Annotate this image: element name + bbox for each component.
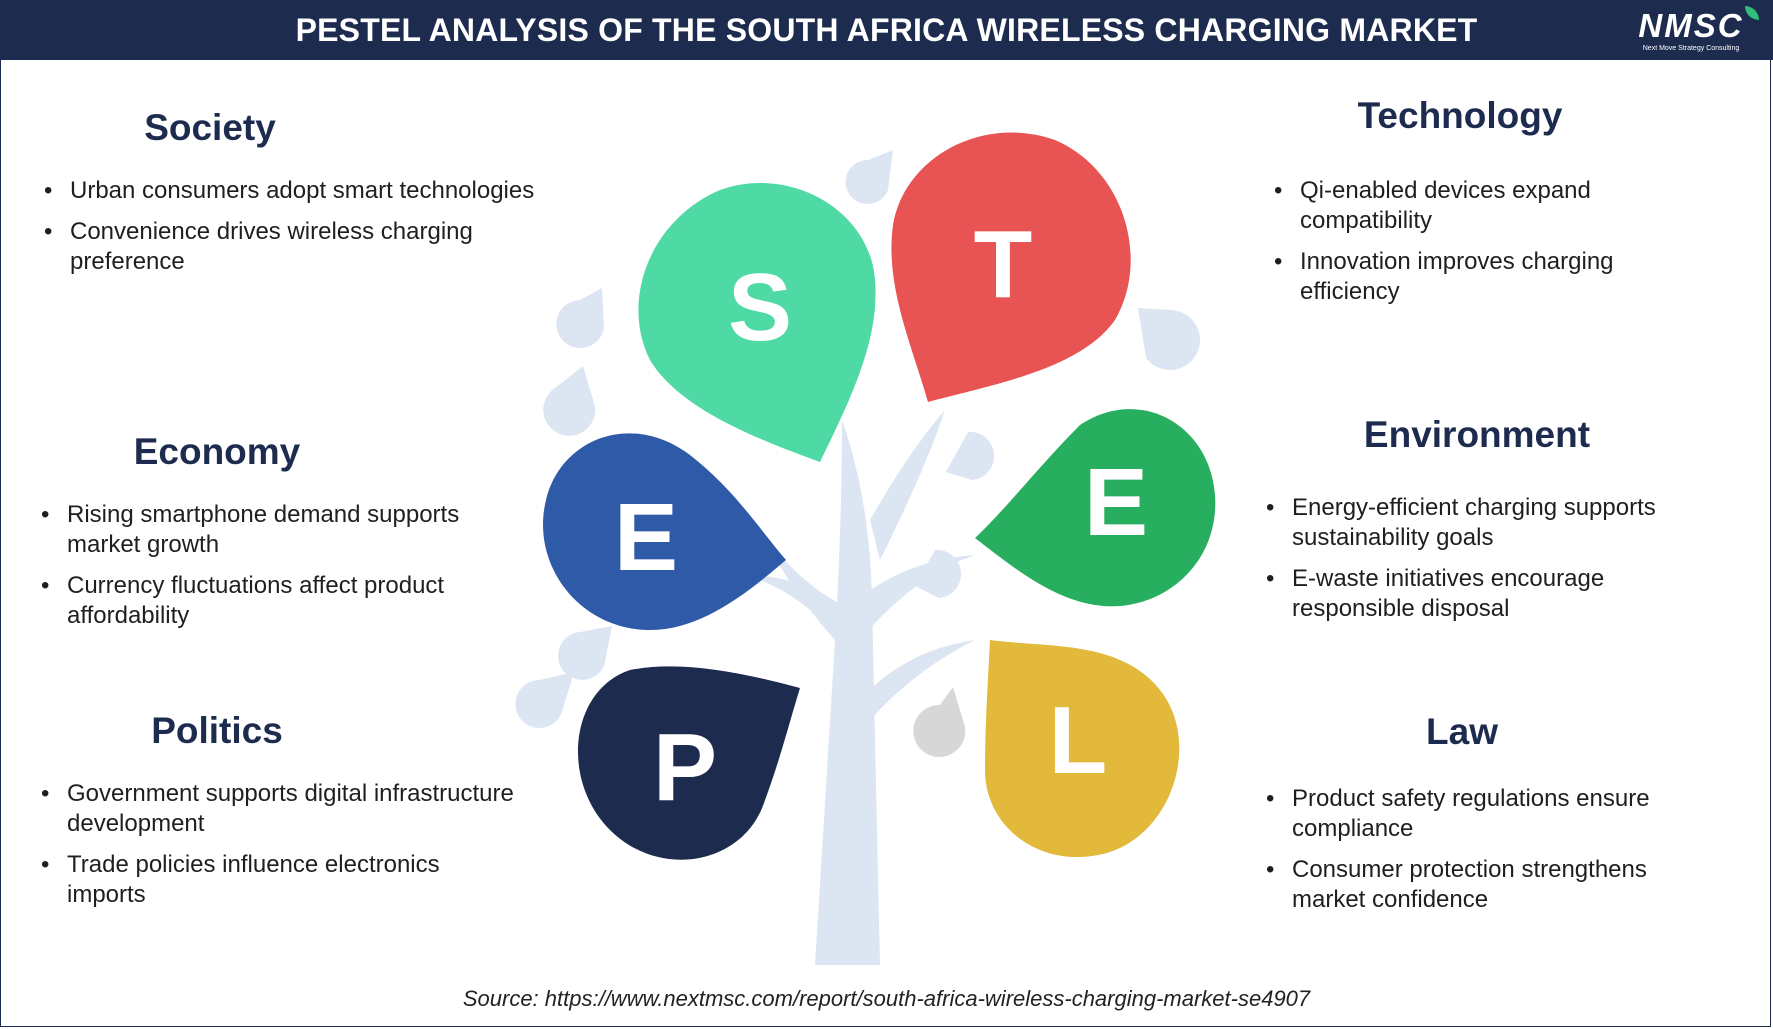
letter-p: P [653, 714, 717, 821]
letter-l: L [1049, 687, 1108, 794]
logo-subtext: Next Move Strategy Consulting [1642, 45, 1740, 52]
letter-s: S [728, 254, 792, 361]
politics-title: Politics [151, 710, 283, 751]
economy-item: Rising smartphone demand supports market… [37, 500, 517, 560]
law-item: Product safety regulations ensure compli… [1262, 784, 1722, 844]
section-environment: Environment Energy-efficient charging su… [1262, 413, 1732, 635]
section-politics: Politics Government supports digital inf… [37, 709, 517, 921]
tree-trunk [745, 410, 975, 965]
section-society: Society Urban consumers adopt smart tech… [40, 106, 540, 288]
politics-item: Government supports digital infrastructu… [37, 779, 517, 839]
environment-item: Energy-efficient charging supports susta… [1262, 493, 1732, 553]
environment-title: Environment [1363, 414, 1591, 455]
environment-list: Energy-efficient charging supports susta… [1262, 493, 1732, 624]
petal-law [985, 640, 1180, 858]
petal-environment [975, 409, 1216, 607]
decorative-gray-drop [913, 687, 966, 757]
society-list: Urban consumers adopt smart technologies… [40, 176, 540, 277]
society-item: Convenience drives wireless charging pre… [40, 217, 540, 277]
economy-item: Currency fluctuations affect product aff… [37, 571, 517, 631]
technology-item: Qi-enabled devices expand compatibility [1270, 176, 1710, 236]
law-title: Law [1426, 711, 1498, 752]
environment-item: E-waste initiatives encourage responsibl… [1262, 564, 1732, 624]
header-bar: PESTEL ANALYSIS OF THE SOUTH AFRICA WIRE… [0, 0, 1773, 60]
law-item: Consumer protection strengthens market c… [1262, 855, 1722, 915]
technology-title: Technology [1357, 95, 1563, 136]
section-economy: Economy Rising smartphone demand support… [37, 430, 517, 642]
letter-t: T [974, 211, 1033, 318]
page-title: PESTEL ANALYSIS OF THE SOUTH AFRICA WIRE… [295, 12, 1478, 48]
logo-text: NMSC [1638, 7, 1744, 44]
politics-list: Government supports digital infrastructu… [37, 779, 517, 910]
nmsc-logo: NMSC Next Move Strategy Consulting [1631, 6, 1759, 56]
petal-economy [543, 433, 786, 630]
petal-technology [891, 132, 1131, 402]
law-list: Product safety regulations ensure compli… [1262, 784, 1722, 915]
section-law: Law Product safety regulations ensure co… [1262, 710, 1722, 926]
society-title: Society [144, 107, 276, 148]
decorative-drops [515, 150, 1201, 728]
society-item: Urban consumers adopt smart technologies [40, 176, 540, 206]
economy-title: Economy [133, 431, 301, 472]
technology-list: Qi-enabled devices expand compatibility … [1270, 176, 1710, 307]
letter-e-environment: E [1084, 449, 1148, 556]
politics-item: Trade policies influence electronics imp… [37, 850, 517, 910]
section-technology: Technology Qi-enabled devices expand com… [1270, 94, 1710, 318]
petal-politics [577, 666, 800, 860]
technology-item: Innovation improves charging efficiency [1270, 247, 1710, 307]
source-citation: Source: https://www.nextmsc.com/report/s… [462, 986, 1311, 1011]
economy-list: Rising smartphone demand supports market… [37, 500, 517, 631]
petal-society [638, 183, 876, 462]
letter-e-economy: E [614, 484, 678, 591]
